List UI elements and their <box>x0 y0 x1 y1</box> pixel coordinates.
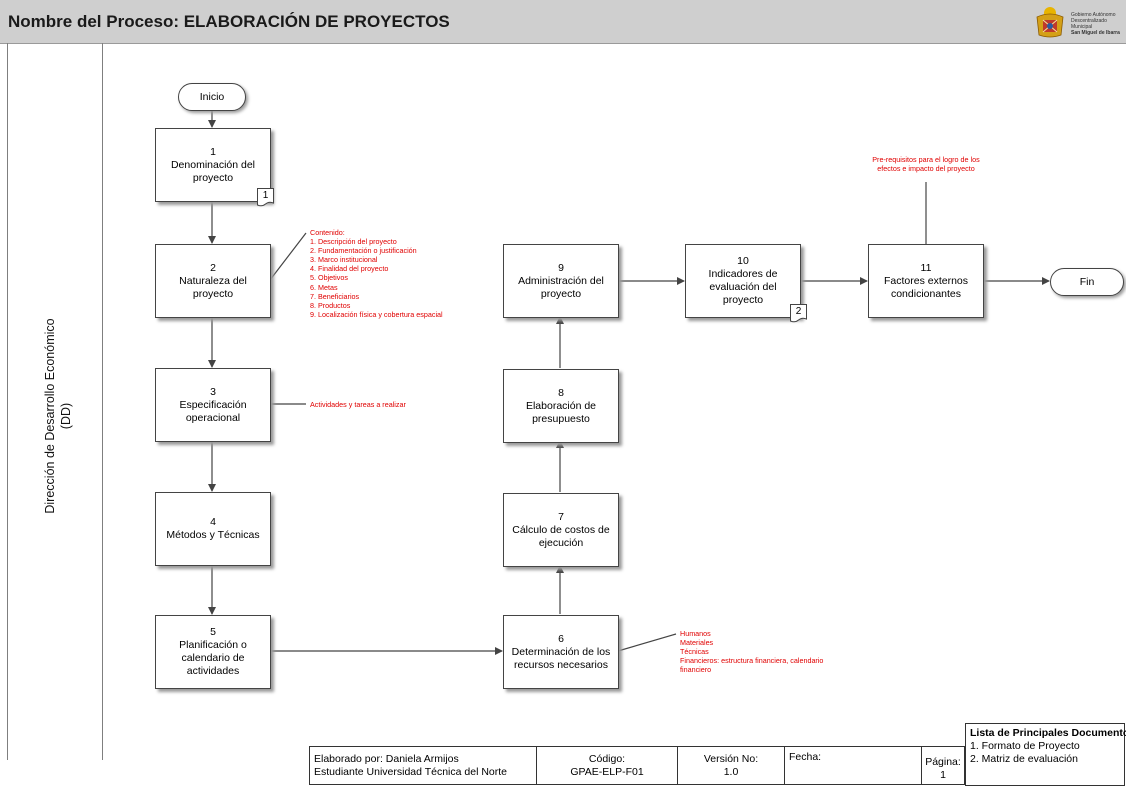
note-actividades: Actividades y tareas a realizar <box>310 400 406 409</box>
document-item: 1. Formato de Proyecto <box>970 740 1080 752</box>
footer-fecha: Fecha: <box>785 747 922 784</box>
start-terminal: Inicio <box>178 83 246 111</box>
process-title: Nombre del Proceso: ELABORACIÓN DE PROYE… <box>8 12 450 31</box>
diagram-frame <box>7 43 1126 760</box>
municipal-shield-logo-icon <box>1036 7 1064 38</box>
document-ref-1-icon: 1 <box>257 188 274 207</box>
logo-text: Gobierno Autónomo Descentralizado Munici… <box>1071 12 1120 36</box>
annotation-line-2 <box>269 232 307 281</box>
document-ref-2-icon: 2 <box>790 304 807 323</box>
note-prerequisitos: Pre-requisitos para el logro de los efec… <box>872 155 980 174</box>
note-recursos: Humanos Materiales Técnicas Financieros:… <box>680 629 824 675</box>
header-bar: Nombre del Proceso: ELABORACIÓN DE PROYE… <box>0 0 1126 44</box>
footer-elaborado: Elaborado por: Daniela Armijos Estudiant… <box>310 747 537 784</box>
annotation-line-6 <box>617 633 677 652</box>
lane-divider <box>102 43 103 760</box>
document-item: 2. Matriz de evaluación <box>970 753 1078 765</box>
footer-version: Versión No: 1.0 <box>678 747 785 784</box>
end-terminal: Fin <box>1050 268 1124 296</box>
footer-codigo: Código: GPAE-ELP-F01 <box>537 747 678 784</box>
footer-pagina: Página: 1 <box>925 756 961 781</box>
documents-list: Lista de Principales Documentos 1. Forma… <box>965 723 1126 786</box>
note-contenido: Contenido: 1. Descripción del proyecto 2… <box>310 228 443 319</box>
footer-table: Elaborado por: Daniela Armijos Estudiant… <box>309 746 965 785</box>
documents-title: Lista de Principales Documentos <box>970 727 1126 739</box>
